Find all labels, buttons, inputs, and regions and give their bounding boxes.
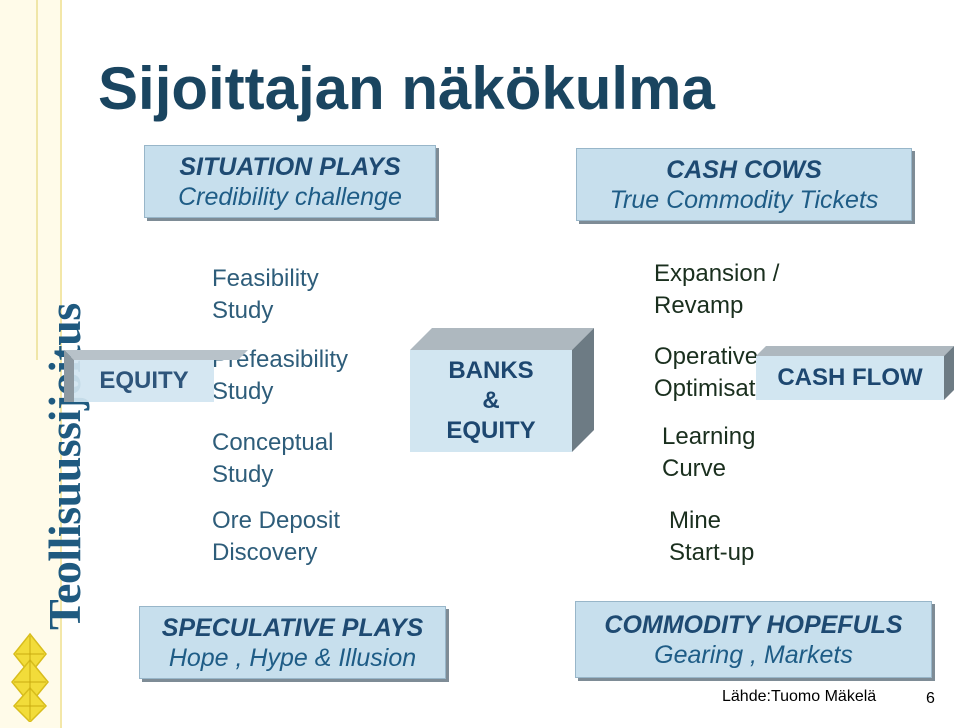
cash-cows-heading: CASH COWS [666, 155, 822, 184]
stage-expansion-revamp: Expansion / Revamp [654, 258, 779, 322]
banks-equity-face: BANKS & EQUITY [410, 350, 572, 452]
commodity-hopefuls-subheading: Gearing , Markets [654, 640, 853, 669]
equity-tag-label: EQUITY [99, 367, 189, 394]
stage-line: Feasibility [212, 265, 319, 292]
stage-ore-deposit-discovery: Ore Deposit Discovery [212, 505, 340, 569]
stage-line: Curve [662, 455, 727, 482]
banks-equity-bevel [410, 328, 594, 452]
stage-line: Start-up [669, 539, 755, 566]
stage-feasibility-study: Feasibility Study [212, 263, 319, 327]
stage-line: Revamp [654, 292, 744, 319]
stage-conceptual-study: Conceptual Study [212, 427, 333, 491]
brand-divider [36, 0, 38, 360]
situation-plays-box: SITUATION PLAYS Credibility challenge [144, 145, 436, 218]
equity-tag: EQUITY [64, 350, 248, 402]
stage-line: Operative [654, 343, 759, 370]
stage-line: Study [212, 461, 274, 488]
situation-plays-heading: SITUATION PLAYS [179, 152, 401, 181]
cash-flow-tag: CASH FLOW [756, 346, 954, 400]
stage-line: Study [212, 378, 274, 405]
commodity-hopefuls-heading: COMMODITY HOPEFULS [604, 610, 903, 639]
cash-cows-subheading: True Commodity Tickets [609, 185, 879, 214]
situation-plays-subheading: Credibility challenge [178, 182, 402, 211]
ampersand-label: & [482, 387, 500, 414]
source-credit: Lähde:Tuomo Mäkelä [722, 688, 877, 705]
stage-line: Ore Deposit [212, 507, 341, 534]
brand-logo-icon [11, 632, 49, 722]
stage-line: Study [212, 297, 274, 324]
speculative-plays-box: SPECULATIVE PLAYS Hope , Hype & Illusion [139, 606, 446, 679]
equity-tag-face: EQUITY [74, 360, 214, 402]
stage-line: Conceptual [212, 429, 334, 456]
stage-learning-curve: Learning Curve [662, 421, 755, 485]
cash-flow-label: CASH FLOW [777, 364, 923, 391]
stage-line: Mine [669, 507, 722, 534]
banks-equity-block: BANKS & EQUITY [410, 328, 594, 452]
equity-label: EQUITY [446, 417, 536, 444]
stage-line: Discovery [212, 539, 318, 566]
commodity-hopefuls-box: COMMODITY HOPEFULS Gearing , Markets [575, 601, 932, 678]
equity-tag-bevel [64, 350, 248, 402]
cash-flow-bevel [756, 346, 954, 400]
speculative-plays-subheading: Hope , Hype & Illusion [168, 643, 417, 672]
page-title: Sijoittajan näkökulma [98, 55, 715, 122]
speculative-plays-heading: SPECULATIVE PLAYS [161, 613, 424, 642]
brand-strip [0, 0, 62, 728]
stage-line: Expansion / [654, 260, 780, 287]
cash-flow-face: CASH FLOW [756, 356, 944, 400]
cash-cows-box: CASH COWS True Commodity Tickets [576, 148, 912, 221]
banks-label: BANKS [448, 357, 534, 384]
page-number: 6 [926, 690, 935, 707]
stage-line: Learning [662, 423, 756, 450]
stage-mine-start-up: Mine Start-up [669, 505, 754, 569]
